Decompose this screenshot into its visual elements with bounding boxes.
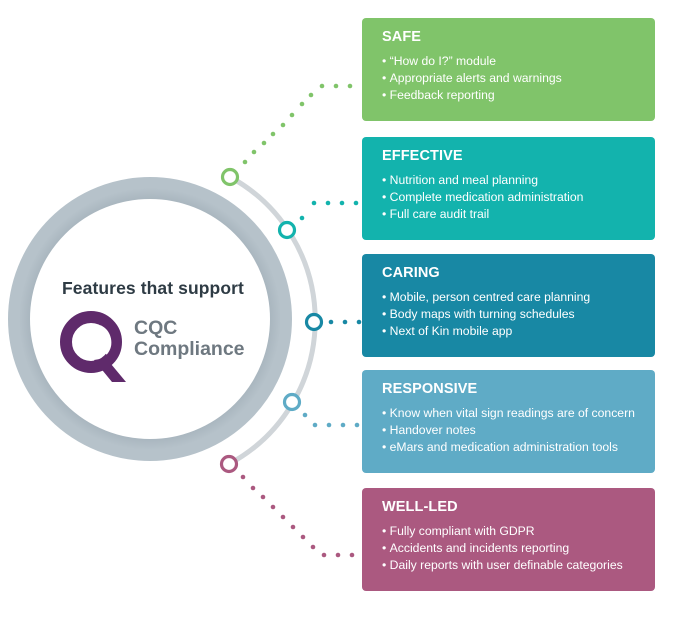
feature-item: Next of Kin mobile app	[382, 323, 655, 340]
category-panel-caring: CARING Mobile, person centred care plann…	[362, 254, 655, 357]
connector-dot-well-led	[321, 552, 327, 558]
panel-title: WELL-LED	[382, 499, 458, 515]
connector-dot-well-led	[310, 544, 316, 550]
feature-item: “How do I?” module	[382, 53, 655, 70]
main-ring	[8, 177, 292, 461]
connector-nodes	[219, 167, 324, 474]
category-panel-safe: SAFE “How do I?” module Appropriate aler…	[362, 18, 655, 121]
node-circle-responsive	[282, 392, 302, 412]
feature-list: Know when vital sign readings are of con…	[382, 405, 655, 456]
connector-dot-safe	[289, 112, 295, 118]
feature-list: Nutrition and meal planning Complete med…	[382, 172, 655, 223]
panel-title: SAFE	[382, 29, 422, 45]
cqc-logo: CQC Compliance	[60, 310, 270, 382]
connector-dot-safe	[333, 83, 339, 89]
connector-dot-well-led	[349, 552, 355, 558]
connector-dot-effective	[339, 200, 345, 206]
connector-dot-effective	[311, 200, 317, 206]
node-circle-safe	[220, 167, 240, 187]
connector-dot-safe	[242, 159, 248, 165]
feature-item: Daily reports with user definable catego…	[382, 557, 655, 574]
connector-dot-well-led	[335, 552, 341, 558]
feature-list: Fully compliant with GDPR Accidents and …	[382, 523, 655, 574]
connector-dot-well-led	[260, 494, 266, 500]
feature-item: eMars and medication administration tool…	[382, 439, 655, 456]
feature-item: Fully compliant with GDPR	[382, 523, 655, 540]
category-panel-effective: EFFECTIVE Nutrition and meal planning Co…	[362, 137, 655, 240]
connector-dot-responsive	[354, 422, 360, 428]
feature-item: Mobile, person centred care planning	[382, 289, 655, 306]
cqc-logo-text: CQC Compliance	[134, 318, 245, 360]
connector-dot-effective	[299, 215, 305, 221]
connector-dot-responsive	[312, 422, 318, 428]
center-label: Features that support	[30, 278, 276, 299]
category-panel-well-led: WELL-LED Fully compliant with GDPR Accid…	[362, 488, 655, 591]
connector-dot-well-led	[300, 534, 306, 540]
cqc-q-logo-icon	[60, 311, 126, 382]
connector-dot-well-led	[290, 524, 296, 530]
node-circle-caring	[304, 312, 324, 332]
connector-dot-safe	[308, 92, 314, 98]
connector-dot-caring	[342, 319, 348, 325]
connector-dot-responsive	[302, 412, 308, 418]
connector-dot-well-led	[280, 514, 286, 520]
connector-dot-effective	[353, 200, 359, 206]
panel-title: RESPONSIVE	[382, 381, 478, 397]
feature-item: Accidents and incidents reporting	[382, 540, 655, 557]
connector-dot-safe	[299, 101, 305, 107]
feature-item: Appropriate alerts and warnings	[382, 70, 655, 87]
feature-item: Full care audit trail	[382, 206, 655, 223]
connector-dot-well-led	[250, 485, 256, 491]
feature-list: “How do I?” module Appropriate alerts an…	[382, 53, 655, 104]
center-heading: Features that support	[62, 278, 244, 298]
feature-list: Mobile, person centred care planning Bod…	[382, 289, 655, 340]
feature-item: Know when vital sign readings are of con…	[382, 405, 655, 422]
feature-item: Feedback reporting	[382, 87, 655, 104]
logo-line-2: Compliance	[134, 338, 245, 360]
connector-dot-safe	[270, 131, 276, 137]
connector-dot-responsive	[340, 422, 346, 428]
connector-dot-caring	[328, 319, 334, 325]
connector-dot-well-led	[240, 474, 246, 480]
connector-dot-safe	[280, 122, 286, 128]
node-circle-effective	[277, 220, 297, 240]
connector-lines	[240, 83, 362, 558]
feature-item: Complete medication administration	[382, 189, 655, 206]
connector-dot-safe	[261, 140, 267, 146]
connector-dot-safe	[319, 83, 325, 89]
connector-dot-responsive	[326, 422, 332, 428]
connector-dot-safe	[251, 149, 257, 155]
category-panel-responsive: RESPONSIVE Know when vital sign readings…	[362, 370, 655, 473]
panel-title: CARING	[382, 265, 440, 281]
connector-dot-safe	[347, 83, 353, 89]
feature-item: Body maps with turning schedules	[382, 306, 655, 323]
logo-line-1: CQC	[134, 317, 178, 339]
node-circle-well-led	[219, 454, 239, 474]
feature-item: Handover notes	[382, 422, 655, 439]
connector-dot-caring	[356, 319, 362, 325]
feature-item: Nutrition and meal planning	[382, 172, 655, 189]
panel-title: EFFECTIVE	[382, 148, 463, 164]
connector-dot-effective	[325, 200, 331, 206]
connector-dot-well-led	[270, 504, 276, 510]
